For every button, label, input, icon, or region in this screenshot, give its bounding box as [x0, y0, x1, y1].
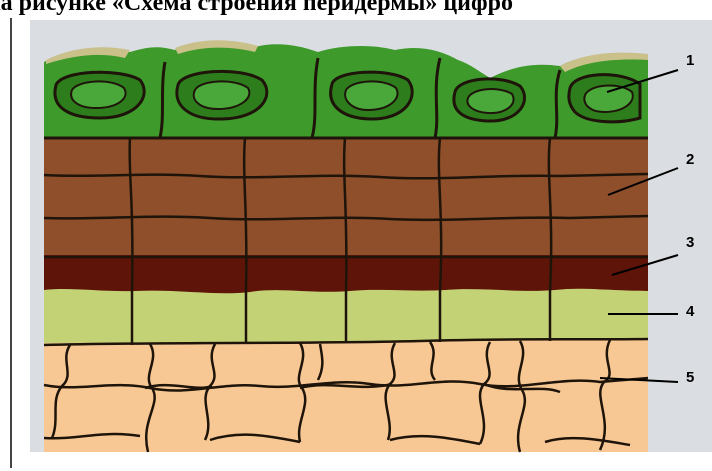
- label-3: 3: [686, 234, 694, 251]
- label-1: 1: [686, 52, 694, 69]
- label-5: 5: [686, 369, 694, 386]
- label-4: 4: [686, 303, 694, 320]
- label-2: 2: [686, 151, 694, 168]
